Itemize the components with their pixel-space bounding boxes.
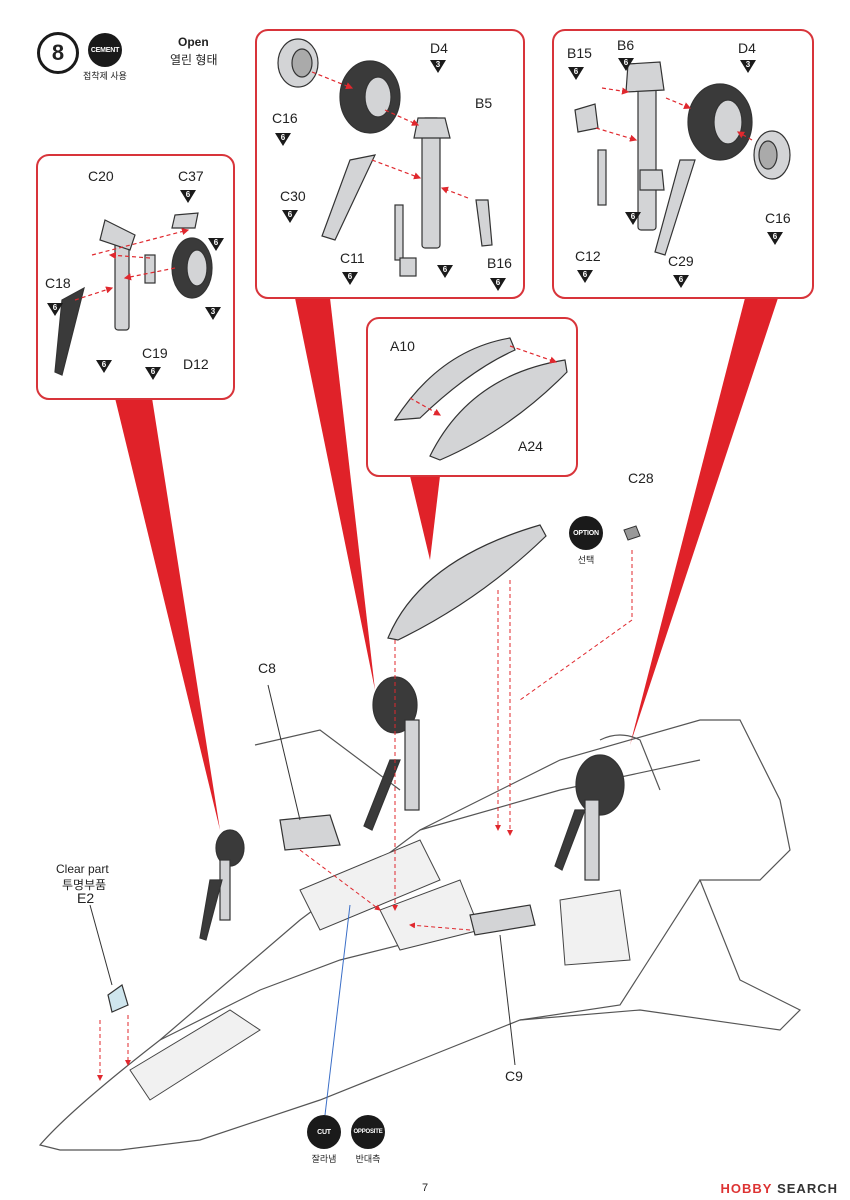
clear-part-korean: 투명부품 <box>62 878 107 892</box>
cement-mark-icon: 6 <box>208 238 224 251</box>
cement-mark-icon: 6 <box>342 272 358 285</box>
page-number: 7 <box>421 1182 429 1194</box>
part-label-c28: C28 <box>628 470 654 486</box>
cement-mark-icon: 6 <box>767 232 783 245</box>
open-title: Open <box>178 35 209 49</box>
opposite-icon: OPPOSITE <box>351 1115 385 1149</box>
part-label-a24: A24 <box>518 438 543 454</box>
installed-gear <box>107 676 625 1013</box>
cement-icon: CEMENT <box>88 33 122 67</box>
watermark-suffix: SEARCH <box>777 1181 838 1196</box>
part-label-c12: C12 <box>575 248 601 264</box>
part-label-d4-right: D4 <box>738 40 756 56</box>
clear-part-code: E2 <box>77 890 95 906</box>
part-label-d4-left: D4 <box>430 40 448 56</box>
part-label-b16: B16 <box>487 255 512 271</box>
c9-leader <box>499 934 516 1066</box>
option-caption: 선택 <box>577 555 595 565</box>
clear-part-leader <box>89 904 113 986</box>
callout-pointer-center <box>295 298 375 690</box>
cement-mark-icon: 6 <box>490 278 506 291</box>
clear-part-label: Clear part <box>56 862 109 876</box>
part-label-c37: C37 <box>178 168 204 184</box>
cement-mark-icon: 6 <box>282 210 298 223</box>
door-parts <box>393 337 568 461</box>
cement-mark-icon: 6 <box>275 133 291 146</box>
part-label-c8: C8 <box>258 660 276 676</box>
part-label-c18: C18 <box>45 275 71 291</box>
part-label-c19: C19 <box>142 345 168 361</box>
cement-mark-icon: 6 <box>568 67 584 80</box>
aircraft-fuselage <box>38 719 802 1151</box>
part-label-b15: B15 <box>567 45 592 61</box>
watermark: HOBBY SEARCH <box>721 1181 838 1196</box>
part-label-a10: A10 <box>390 338 415 354</box>
callout-box-main-gear-left <box>255 29 525 299</box>
c8-leader <box>267 684 301 821</box>
cut-caption: 잘라냄 <box>311 1154 337 1164</box>
open-subtitle: 열린 형태 <box>170 53 218 67</box>
nose-gear-parts <box>54 212 213 376</box>
cement-mark-icon: 6 <box>96 360 112 373</box>
cut-icon: CUT <box>307 1115 341 1149</box>
cement-mark-icon: 6 <box>145 367 161 380</box>
part-label-d12: D12 <box>183 356 209 372</box>
part-label-b5: B5 <box>475 95 493 111</box>
main-gear-right-parts <box>574 61 791 256</box>
cement-mark-icon: 6 <box>577 270 593 283</box>
part-c28-shape <box>623 525 641 541</box>
cement-mark-icon: 3 <box>740 60 756 73</box>
cement-mark-icon: 6 <box>437 265 453 278</box>
cement-mark-icon: 6 <box>180 190 196 203</box>
step-number: 8 <box>37 32 79 74</box>
main-gear-left-parts <box>277 38 493 277</box>
cement-mark-icon: 3 <box>205 307 221 320</box>
callout-pointer-right <box>630 298 778 745</box>
cut-guide-line <box>324 904 351 1116</box>
part-label-c30: C30 <box>280 188 306 204</box>
cement-mark-icon: 6 <box>47 303 63 316</box>
part-label-c16-right: C16 <box>765 210 791 226</box>
callout-pointer-canopy <box>410 476 440 560</box>
cement-mark-icon: 6 <box>625 212 641 225</box>
bay-door-large <box>387 524 547 641</box>
cement-mark-icon: 3 <box>430 60 446 73</box>
part-label-c29: C29 <box>668 253 694 269</box>
option-icon: OPTION <box>569 516 603 550</box>
callout-box-door <box>366 317 578 477</box>
opposite-caption: 반대측 <box>355 1154 381 1164</box>
part-label-c16-left: C16 <box>272 110 298 126</box>
part-label-c20: C20 <box>88 168 114 184</box>
cement-mark-icon: 6 <box>618 58 634 71</box>
cement-caption: 접착제 사용 <box>83 71 127 81</box>
aircraft-bays <box>129 839 631 1101</box>
watermark-brand: HOBBY <box>720 1181 773 1196</box>
cement-mark-icon: 6 <box>673 275 689 288</box>
part-label-c9: C9 <box>505 1068 523 1084</box>
part-label-c11: C11 <box>340 250 365 266</box>
assembly-guides <box>97 550 633 1081</box>
callout-pointer-left <box>115 398 220 830</box>
part-label-b6: B6 <box>617 37 635 53</box>
